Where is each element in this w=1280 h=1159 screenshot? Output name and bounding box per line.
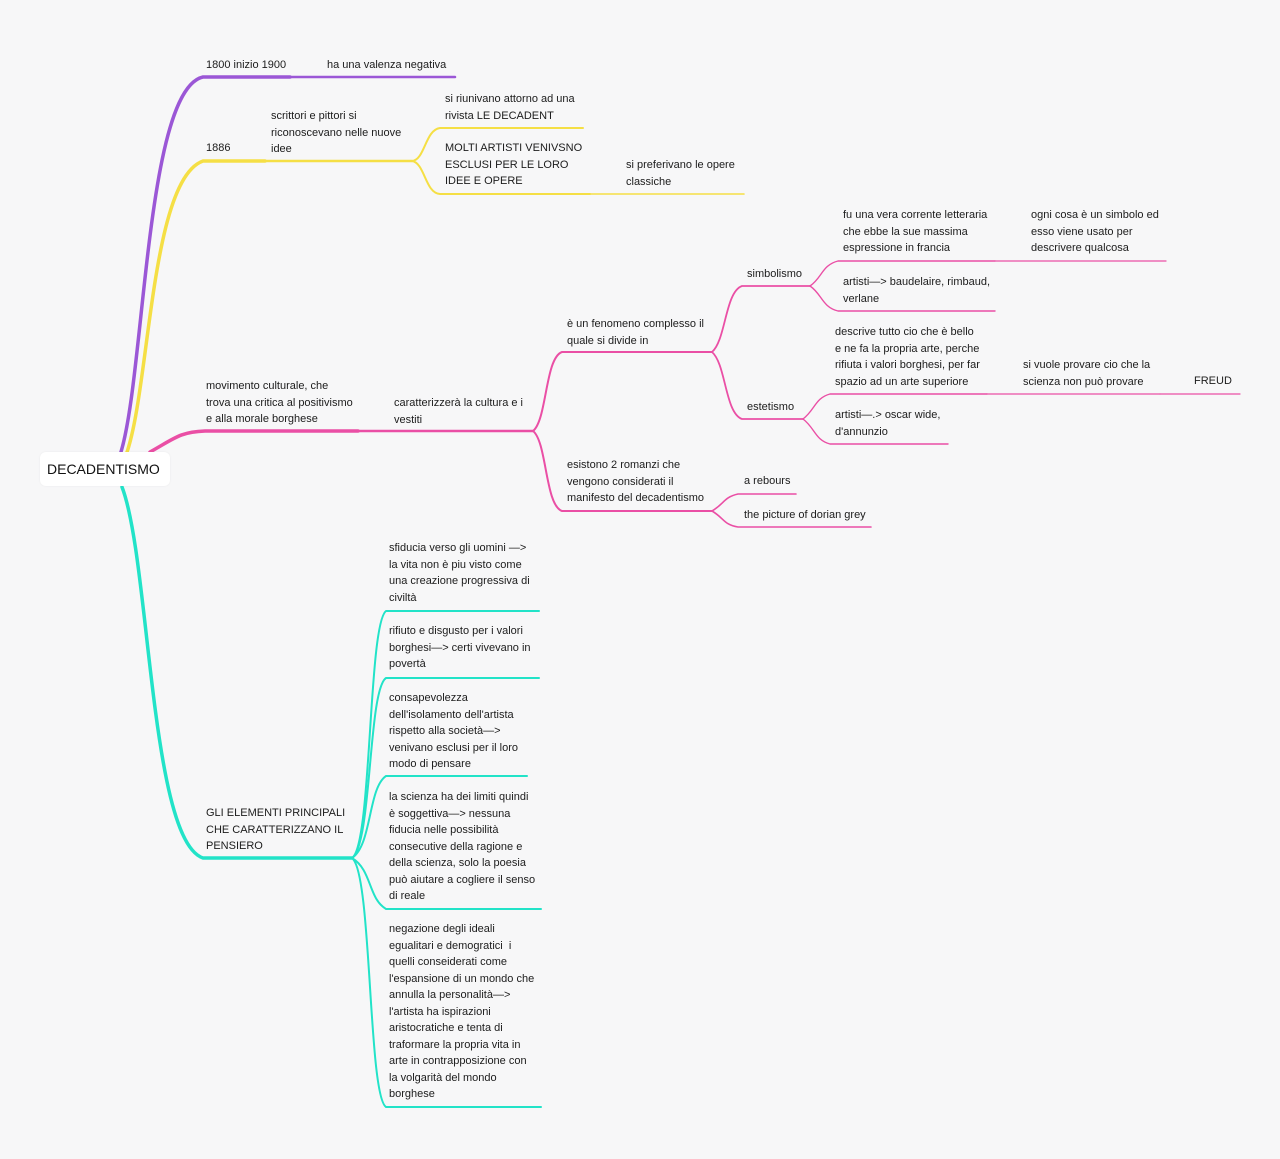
- root-label: DECADENTISMO: [47, 461, 160, 477]
- node-complex[interactable]: è un fenomeno complesso il quale si divi…: [567, 318, 704, 347]
- connector-pink-real-current: [809, 260, 996, 287]
- node-characterize[interactable]: caratterizzerà la cultura e i vestiti: [394, 397, 523, 426]
- node-symbolism-artists[interactable]: artisti—> baudelaire, rimbaud, verlane: [843, 276, 991, 305]
- node-date[interactable]: 1800 inizio 1900: [206, 59, 287, 71]
- connector-cyan-refusal: [351, 677, 540, 859]
- node-excluded[interactable]: MOLTI ARTISTI VENIVSNO ESCLUSI PER LE LO…: [445, 142, 583, 187]
- connector-pink-aestheticism: [711, 351, 804, 420]
- node-distrust[interactable]: sfiducia verso gli uomini —> la vita non…: [389, 542, 530, 604]
- node-novels[interactable]: esistono 2 romanzi che vengono considera…: [567, 459, 704, 504]
- node-negation[interactable]: negazione degli ideali egualitari e demo…: [389, 923, 535, 1100]
- connector-pink-complex: [532, 351, 713, 432]
- node-novel-1[interactable]: a rebours: [744, 475, 791, 487]
- connector-cyan-distrust: [351, 610, 540, 859]
- connector-pink-novel-1: [711, 493, 797, 512]
- node-magazine[interactable]: si riunivano attorno ad una rivista LE D…: [445, 93, 575, 122]
- connector-pink-root: [148, 429, 360, 454]
- connector-cyan-root: [120, 485, 354, 860]
- connector-cyan-isolation: [351, 775, 528, 859]
- connector-yellow-excluded: [411, 160, 591, 195]
- root-node[interactable]: DECADENTISMO: [40, 452, 170, 486]
- node-beautiful[interactable]: descrive tutto cio che è bello e ne fa l…: [835, 326, 980, 388]
- connector-cyan-negation: [351, 857, 542, 1108]
- node-freud[interactable]: FREUD: [1194, 375, 1232, 387]
- node-movement[interactable]: movimento culturale, che trova una criti…: [206, 380, 353, 425]
- node-symbolism[interactable]: simbolismo: [747, 268, 803, 280]
- node-classic[interactable]: si preferivano le opere classiche: [626, 159, 735, 188]
- node-novel-2[interactable]: the picture of dorian grey: [744, 509, 866, 521]
- node-symbol[interactable]: ogni cosa è un simbolo ed esso viene usa…: [1031, 209, 1159, 254]
- connector-pink-beautiful: [802, 393, 988, 420]
- node-isolation[interactable]: consapevolezza dell'isolamento dell'arti…: [389, 692, 519, 770]
- connector-pink-novel-2: [711, 510, 872, 528]
- node-refusal[interactable]: rifiuto e disgusto per i valori borghesi…: [389, 625, 531, 670]
- connector-yellow-root: [124, 159, 267, 457]
- node-writers[interactable]: scrittori e pittori si riconoscevano nel…: [271, 110, 402, 155]
- node-science-limits[interactable]: la scienza ha dei limiti quindi è sogget…: [389, 791, 536, 902]
- node-real-current[interactable]: fu una vera corrente letteraria che ebbe…: [843, 209, 988, 254]
- connector-cyan-science-limits: [351, 857, 542, 910]
- connector-purple-root: [118, 75, 292, 457]
- connector-pink-aesthetic-artists: [802, 418, 949, 445]
- node-year[interactable]: 1886: [206, 142, 231, 154]
- connector-pink-symbolism: [711, 285, 811, 353]
- connector-yellow-magazine: [411, 127, 584, 162]
- connector-pink-novels: [532, 430, 713, 512]
- connector-pink-symbolism-artists: [809, 285, 996, 312]
- node-elements[interactable]: GLI ELEMENTI PRINCIPALI CHE CARATTERIZZA…: [206, 807, 346, 852]
- node-meaning[interactable]: ha una valenza negativa: [327, 59, 447, 71]
- node-science[interactable]: si vuole provare cio che la scienza non …: [1023, 359, 1151, 388]
- node-aestheticism[interactable]: estetismo: [747, 401, 795, 413]
- node-aesthetic-artists[interactable]: artisti—.> oscar wide, d'annunzio: [835, 409, 941, 438]
